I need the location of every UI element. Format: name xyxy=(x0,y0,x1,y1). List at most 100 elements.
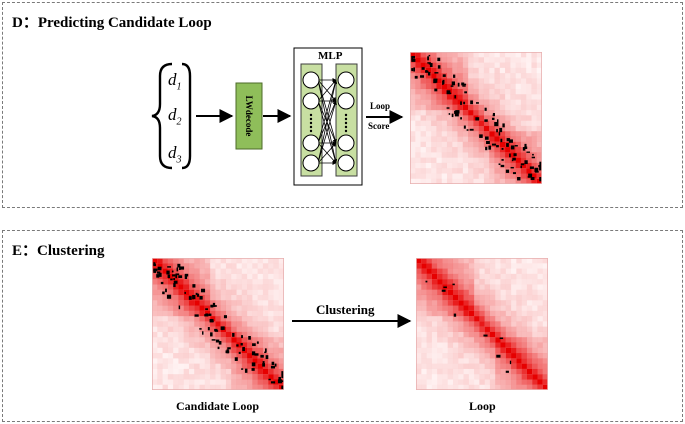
heatmap-cell xyxy=(157,305,163,311)
heatmap-cell xyxy=(505,268,512,274)
heatmap-cell xyxy=(542,358,548,364)
heatmap-cell xyxy=(410,99,416,105)
loop-marker xyxy=(173,283,176,288)
heatmap-cell xyxy=(441,125,448,132)
loop-marker xyxy=(491,117,495,120)
heatmap-cell xyxy=(257,279,263,285)
heatmap-cell xyxy=(499,99,506,105)
heatmap-cell xyxy=(447,384,454,390)
heatmap-cell xyxy=(489,279,496,285)
heatmap-cell xyxy=(420,152,426,158)
heatmap-cell xyxy=(473,94,479,100)
heatmap-cell xyxy=(511,368,517,375)
heatmap-cell xyxy=(178,353,184,359)
heatmap-cell xyxy=(462,141,469,148)
heatmap-cell xyxy=(520,110,527,116)
heatmap-cell xyxy=(446,120,453,126)
heatmap-cell xyxy=(468,347,475,354)
heatmap-cell xyxy=(442,263,448,269)
heatmap-cell xyxy=(495,310,501,317)
heatmap-cell xyxy=(431,273,438,280)
heatmap-cell xyxy=(278,273,284,280)
heatmap-cell xyxy=(199,258,205,264)
heatmap-cell xyxy=(495,342,501,348)
heatmap-cell xyxy=(426,163,431,168)
heatmap-cell xyxy=(210,316,216,322)
heatmap-cell xyxy=(489,57,495,63)
heatmap-cell xyxy=(152,358,157,363)
heatmap-cell xyxy=(468,120,474,126)
heatmap-cell xyxy=(220,258,226,264)
loop-marker xyxy=(176,267,179,272)
heatmap-cell xyxy=(220,321,226,327)
heatmap-cell xyxy=(515,168,521,174)
heatmap-cell xyxy=(257,342,263,348)
loop-marker xyxy=(520,165,522,169)
loop-marker xyxy=(520,163,525,166)
heatmap-cell xyxy=(410,52,416,58)
heatmap-cell xyxy=(526,104,532,111)
heatmap-cell xyxy=(463,368,469,375)
loop-marker xyxy=(180,266,185,270)
heatmap-cell xyxy=(410,126,415,131)
heatmap-cell xyxy=(516,305,522,311)
heatmap-cell xyxy=(489,78,495,84)
heatmap-cell xyxy=(163,353,168,358)
heatmap-cell xyxy=(431,310,438,317)
heatmap-cell xyxy=(437,300,443,306)
heatmap-cell xyxy=(157,358,163,364)
loop-marker xyxy=(207,327,210,331)
heatmap-cell xyxy=(500,310,506,317)
heatmap-cell xyxy=(520,99,527,105)
heatmap-cell xyxy=(463,353,469,359)
heatmap-cell xyxy=(431,99,437,105)
heatmap-cell xyxy=(426,358,432,364)
heatmap-cell xyxy=(520,62,527,68)
loop-marker xyxy=(443,286,447,288)
heatmap-cell xyxy=(199,374,205,380)
heatmap-cell xyxy=(225,289,232,296)
heatmap-cell xyxy=(468,284,475,290)
heatmap-cell xyxy=(462,52,469,58)
heatmap-cell xyxy=(463,289,469,296)
heatmap-cell xyxy=(452,321,459,327)
heatmap-cell xyxy=(452,353,459,359)
heatmap-cell xyxy=(536,168,542,174)
heatmap-cell xyxy=(494,157,500,163)
heatmap-cell xyxy=(183,294,190,301)
heatmap-cell xyxy=(516,284,522,290)
heatmap-cell xyxy=(505,316,512,322)
heatmap-cell xyxy=(531,115,537,121)
heatmap-cell xyxy=(431,57,437,63)
heatmap-cell xyxy=(247,337,253,343)
heatmap-cell xyxy=(458,258,464,264)
heatmap-cell xyxy=(505,73,511,79)
heatmap-cell xyxy=(416,273,422,280)
heatmap-cell xyxy=(210,263,216,269)
heatmap-cell xyxy=(425,67,432,74)
heatmap-cell xyxy=(483,104,490,111)
heatmap-cell xyxy=(215,379,221,385)
heatmap-cell xyxy=(157,353,163,359)
heatmap-cell xyxy=(163,379,168,384)
heatmap-cell xyxy=(447,353,454,359)
heatmap-cell xyxy=(215,331,221,338)
heatmap-cell xyxy=(500,347,506,354)
heatmap-cell xyxy=(178,369,183,374)
heatmap-cell xyxy=(415,78,421,84)
heatmap-cell xyxy=(231,374,237,380)
heatmap-cell xyxy=(446,73,453,79)
heatmap-cell xyxy=(437,258,443,264)
heatmap-cell xyxy=(500,268,506,274)
heatmap-cell xyxy=(484,284,490,290)
heatmap-cell xyxy=(489,353,496,359)
heatmap-cell xyxy=(479,379,485,385)
heatmap-cell xyxy=(516,316,522,322)
heatmap-cell xyxy=(511,358,517,364)
heatmap-cell xyxy=(468,279,475,285)
heatmap-cell xyxy=(468,310,475,317)
heatmap-cell xyxy=(157,342,163,348)
heatmap-cell xyxy=(494,178,500,184)
heatmap-cell xyxy=(421,347,427,354)
heatmap-cell xyxy=(499,115,506,121)
